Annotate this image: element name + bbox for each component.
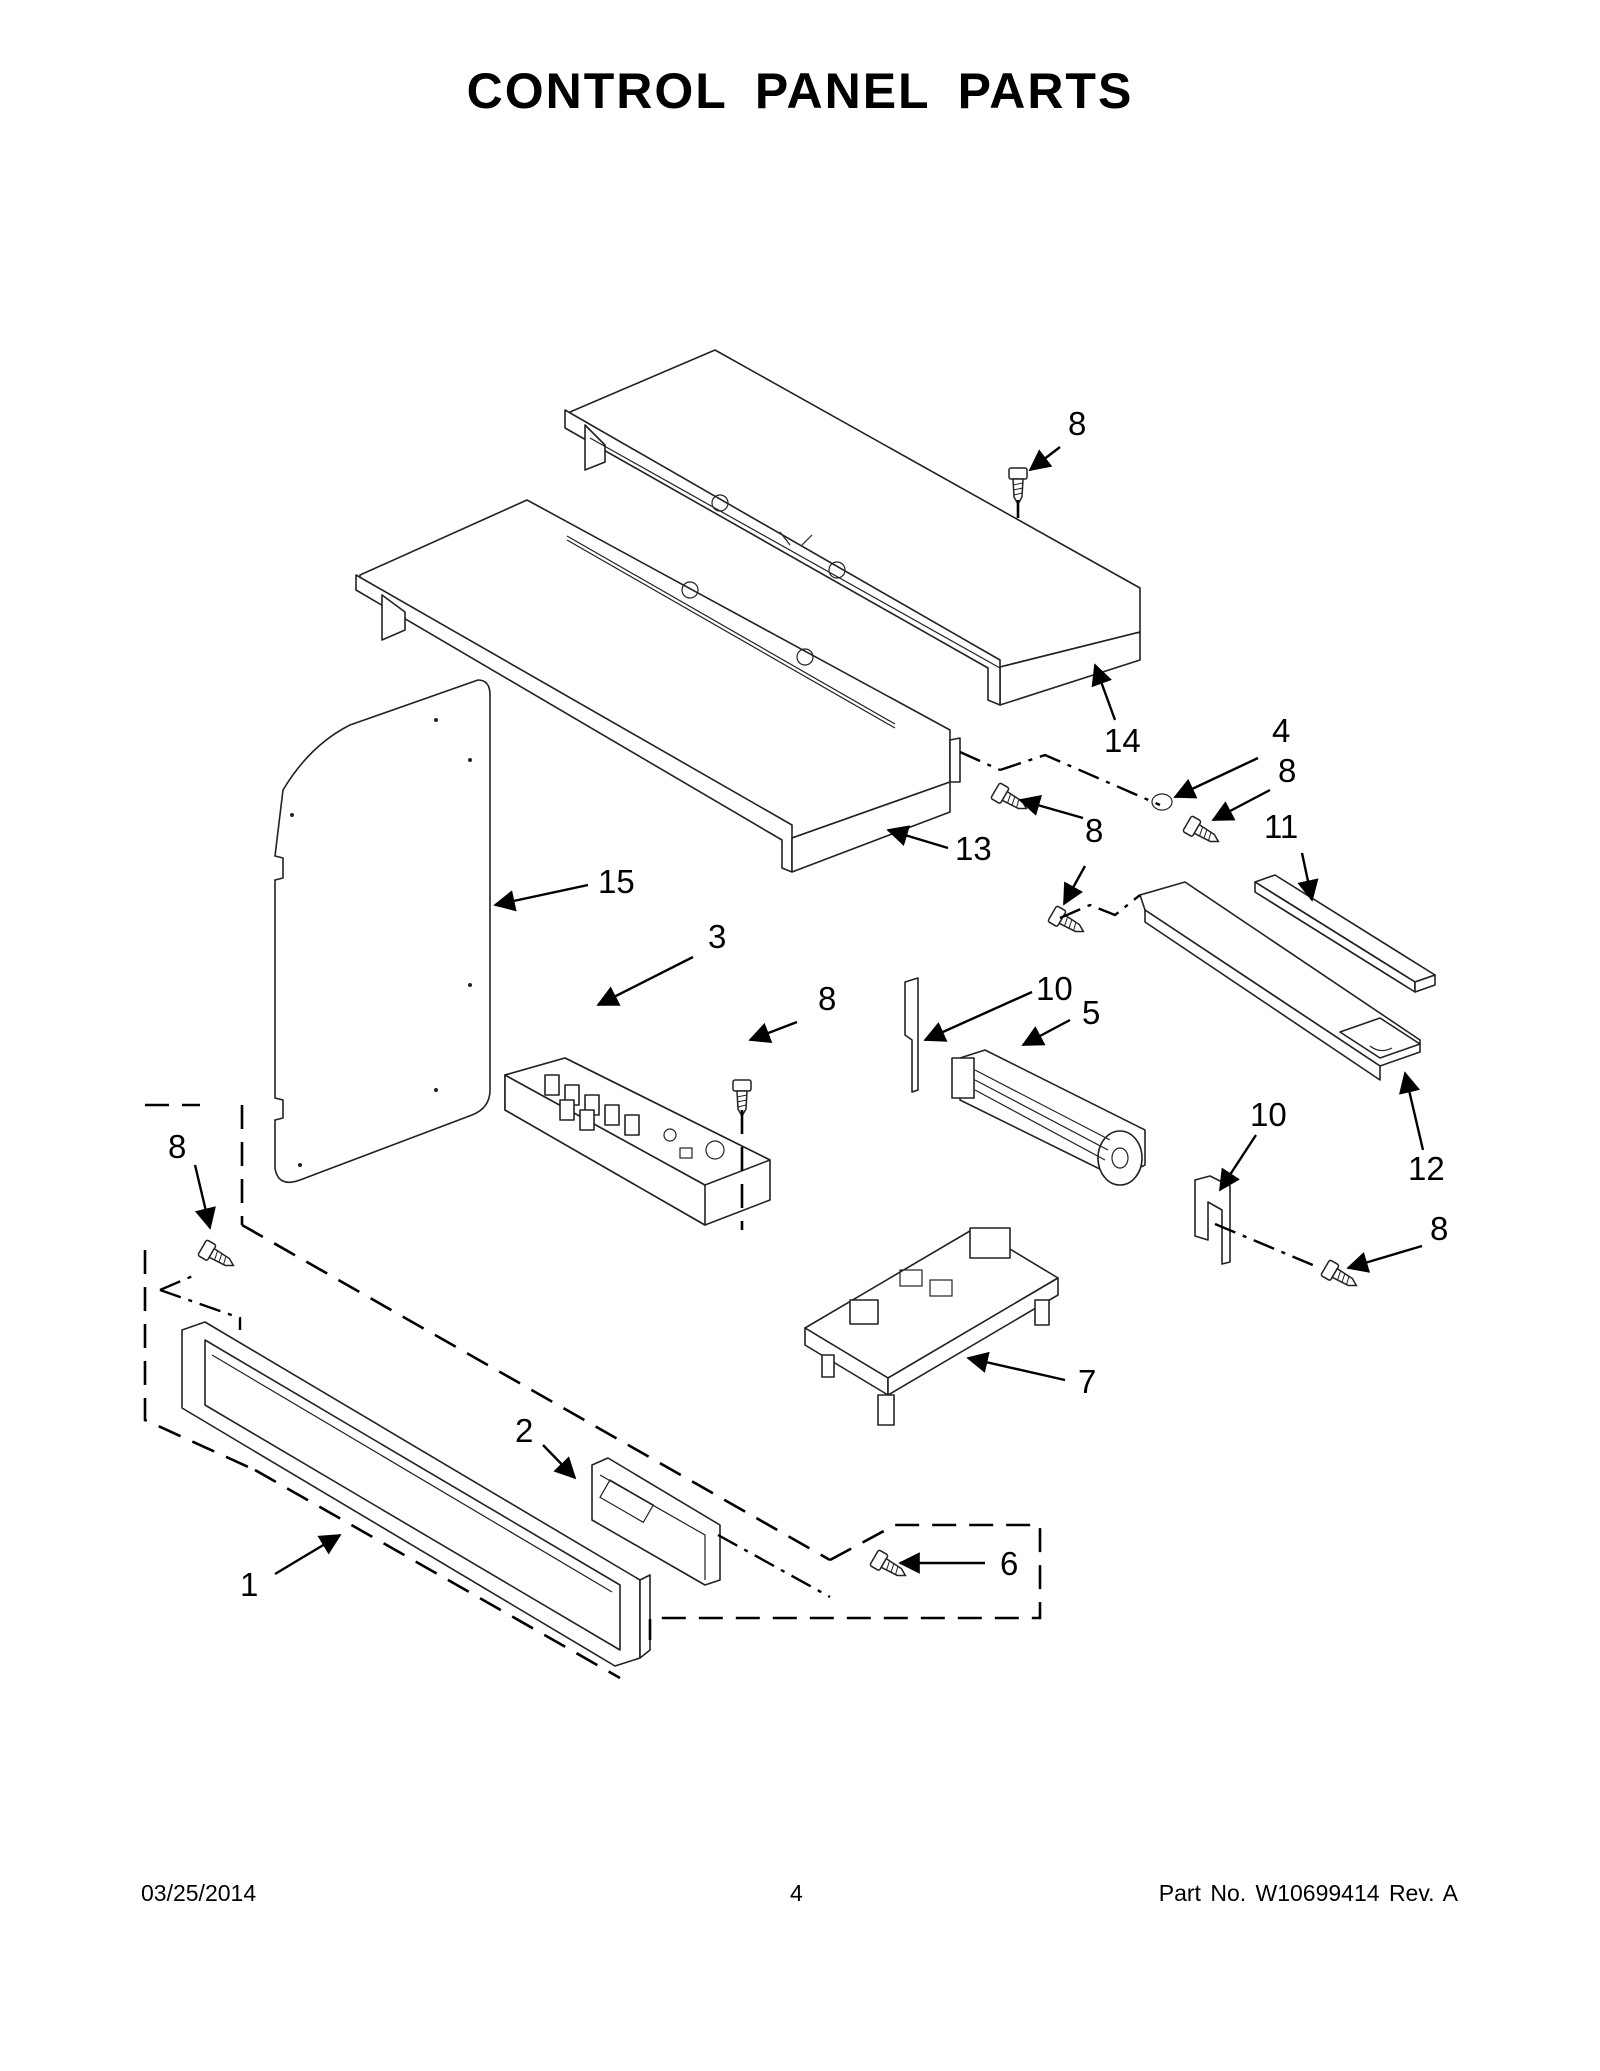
callout-8d: 8 <box>1430 1210 1448 1247</box>
console-trim-part-1 <box>181 1321 651 1667</box>
rear-cover-part-14 <box>564 349 1141 706</box>
callout-10b: 10 <box>1250 1096 1287 1133</box>
callout-8c: 8 <box>1085 812 1103 849</box>
side-panel-part-15 <box>274 679 491 1184</box>
footer-date: 03/25/2014 <box>141 1880 257 1906</box>
blower-part-5 <box>951 1049 1146 1186</box>
board-part-7 <box>804 1227 1059 1426</box>
callout-8e: 8 <box>168 1128 186 1165</box>
footer-part-number: Part No. W10699414 Rev. A <box>1158 1880 1458 1906</box>
footer-page-number: 4 <box>790 1880 803 1906</box>
callout-9: 8 <box>818 980 836 1017</box>
callout-11: 11 <box>1264 808 1298 845</box>
callout-13: 13 <box>955 830 992 867</box>
page-title: CONTROL PANEL PARTS <box>466 63 1134 119</box>
housing-part-13 <box>355 499 961 873</box>
ui-board-part-2 <box>591 1457 721 1586</box>
control-board-part-3 <box>504 1057 771 1226</box>
bracket-part-12 <box>1139 881 1421 1081</box>
callout-10a: 10 <box>1036 970 1073 1007</box>
callout-1: 1 <box>240 1566 258 1603</box>
callout-4: 4 <box>1272 712 1290 749</box>
clip-part-10-upper <box>904 977 919 1093</box>
callout-2: 2 <box>515 1412 533 1449</box>
callout-8b: 8 <box>1278 752 1296 789</box>
callout-7: 7 <box>1078 1363 1096 1400</box>
clip-part-10-lower <box>1194 1175 1231 1265</box>
callout-3: 3 <box>708 918 726 955</box>
callout-15: 15 <box>598 863 635 900</box>
callout-5: 5 <box>1082 994 1100 1031</box>
callout-12: 12 <box>1408 1150 1445 1187</box>
callout-6: 6 <box>1000 1545 1018 1582</box>
callout-8a: 8 <box>1068 405 1086 442</box>
callout-14: 14 <box>1104 722 1141 759</box>
